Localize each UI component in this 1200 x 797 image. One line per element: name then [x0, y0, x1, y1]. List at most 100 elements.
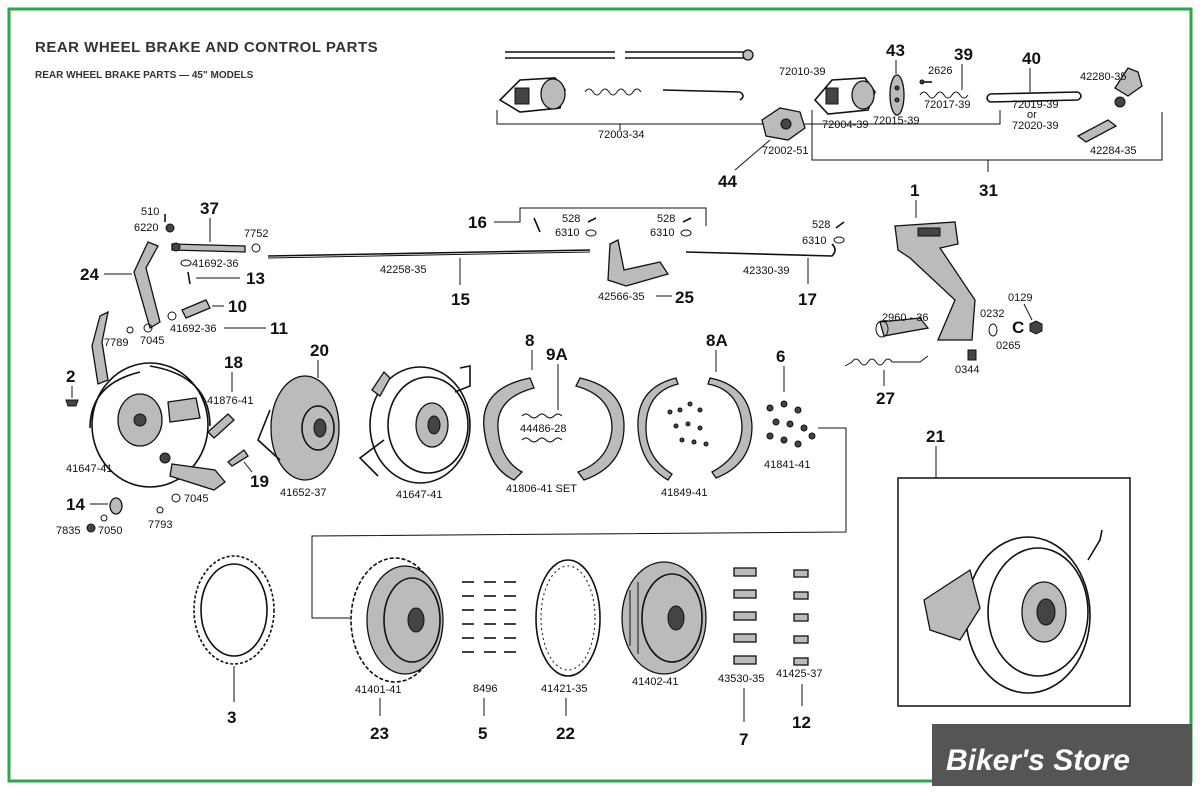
- part-72019-39: 72019-39: [1012, 99, 1059, 111]
- part-510: 510: [141, 206, 159, 218]
- ref-7: 7: [739, 730, 748, 749]
- part-or: or: [1027, 109, 1037, 121]
- part-2960-36: 2960 - 36: [882, 312, 928, 324]
- ref-40: 40: [1022, 49, 1041, 68]
- connector-line: [311, 427, 847, 619]
- part-2626: 2626: [928, 65, 952, 77]
- sprocket-drawing: [193, 555, 275, 665]
- part-41421-35: 41421-35: [541, 683, 588, 695]
- part-72004-39: 72004-39: [822, 119, 869, 131]
- part-6310-a: 6310: [555, 227, 579, 239]
- ref-24: 24: [80, 265, 99, 284]
- ref-16: 16: [468, 213, 487, 232]
- part-41425-37: 41425-37: [776, 668, 823, 680]
- ref-8A: 8A: [706, 331, 728, 350]
- page-subtitle: REAR WHEEL BRAKE PARTS — 45" MODELS: [35, 70, 254, 81]
- ref-17: 17: [798, 290, 817, 309]
- part-42280-35: 42280-35: [1080, 71, 1127, 83]
- part-41647-41-center: 41647-41: [396, 489, 443, 501]
- brake-linings-drawing: [637, 377, 753, 481]
- part-72015-39: 72015-39: [873, 115, 920, 127]
- part-7789: 7789: [104, 337, 128, 349]
- rivets-drawing: [766, 400, 816, 448]
- part-44486-28: 44486-28: [520, 423, 567, 435]
- ref-10: 10: [228, 297, 247, 316]
- ref-2: 2: [66, 367, 75, 386]
- backing-plate-center-drawing: [358, 365, 471, 484]
- part-72017-39: 72017-39: [924, 99, 971, 111]
- part-72003-34: 72003-34: [598, 129, 645, 141]
- ref-37: 37: [200, 199, 219, 218]
- green-border: [7, 7, 1193, 783]
- part-41806-41-set: 41806-41 SET: [506, 483, 577, 495]
- rod-42258-35-drawing: [267, 249, 591, 257]
- ref-22: 22: [556, 724, 575, 743]
- fitting-72002-51-drawing: [761, 107, 806, 141]
- part-41876-41: 41876-41: [207, 395, 254, 407]
- ref-1: 1: [910, 181, 919, 200]
- part-42330-39: 42330-39: [743, 265, 790, 277]
- part-528-a: 528: [562, 213, 580, 225]
- nuts-41425-37-drawing: [793, 569, 809, 666]
- part-6310-b: 6310: [650, 227, 674, 239]
- ref-14: 14: [66, 495, 85, 514]
- ref-44: 44: [718, 172, 737, 191]
- part-0129: 0129: [1008, 292, 1032, 304]
- part-7045-a: 7045: [140, 335, 164, 347]
- part-72020-39: 72020-39: [1012, 120, 1059, 132]
- lever-42566-35-drawing: [607, 239, 670, 287]
- ref-8: 8: [525, 331, 534, 350]
- part-7050: 7050: [98, 525, 122, 537]
- part-42258-35: 42258-35: [380, 264, 427, 276]
- studs-43530-35-drawing: [733, 567, 757, 665]
- store-badge: [932, 724, 1192, 786]
- ref-3: 3: [227, 708, 236, 727]
- part-41401-41: 41401-41: [355, 684, 402, 696]
- ref-12: 12: [792, 713, 811, 732]
- ref-13: 13: [246, 269, 265, 288]
- part-6220: 6220: [134, 222, 158, 234]
- part-72002-51: 72002-51: [762, 145, 809, 157]
- svg-text:C: C: [1012, 318, 1024, 337]
- part-41692-36-upper: 41692-36: [192, 258, 239, 270]
- ref-15: 15: [451, 290, 470, 309]
- part-72010-39: 72010-39: [779, 66, 826, 78]
- inset-box: [897, 477, 1131, 707]
- dust-shield-drawing: [257, 375, 340, 481]
- ref-11: 11: [270, 319, 288, 338]
- ref-27: 27: [876, 389, 895, 408]
- part-41647-41-left: 41647-41: [66, 463, 113, 475]
- part-41849-41: 41849-41: [661, 487, 708, 499]
- ref-23: 23: [370, 724, 389, 743]
- part-0232: 0232: [980, 308, 1004, 320]
- brake-rod-assembly-drawing: [496, 49, 1001, 130]
- part-528-c: 528: [812, 219, 830, 231]
- part-528-b: 528: [657, 213, 675, 225]
- brake-drum-drawing: [621, 561, 707, 675]
- part-43530-35: 43530-35: [718, 673, 765, 685]
- ref-31: 31: [979, 181, 998, 200]
- ref-25: 25: [675, 288, 694, 307]
- ref-21: 21: [926, 427, 945, 446]
- ref-5: 5: [478, 724, 487, 743]
- part-7835: 7835: [56, 525, 80, 537]
- brake-shoes-drawing: [483, 377, 625, 481]
- inset-backing-plate-drawing: [923, 529, 1103, 694]
- ref-20: 20: [310, 341, 329, 360]
- part-42566-35: 42566-35: [598, 291, 645, 303]
- store-name: Biker's Store: [946, 744, 1130, 777]
- page-title: REAR WHEEL BRAKE AND CONTROL PARTS: [35, 39, 378, 56]
- part-0344: 0344: [955, 364, 979, 376]
- part-8496: 8496: [473, 683, 497, 695]
- part-7793: 7793: [148, 519, 172, 531]
- brake-drum-with-sprocket-drawing: [350, 557, 444, 683]
- ref-9A: 9A: [546, 345, 568, 364]
- part-0265: 0265: [996, 340, 1020, 352]
- ref-19: 19: [250, 472, 269, 491]
- part-41402-41: 41402-41: [632, 676, 679, 688]
- part-7045-b: 7045: [184, 493, 208, 505]
- master-cylinder-group-drawing: [811, 67, 1163, 172]
- ref-18: 18: [224, 353, 243, 372]
